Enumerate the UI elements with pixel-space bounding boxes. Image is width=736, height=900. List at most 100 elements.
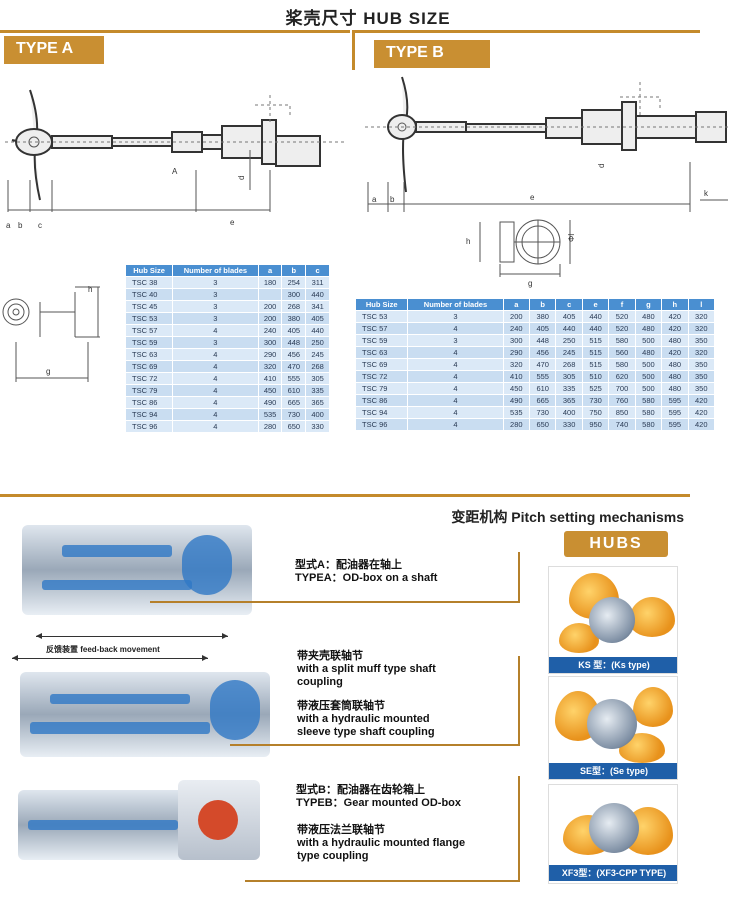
table-cell: 305 [555,370,583,383]
table-cell: 320 [687,322,716,335]
caption-line: 型式A：配油器在轴上 [295,559,402,571]
table-cell: 268 [281,300,307,313]
table-cell: 456 [281,348,307,361]
table-cell: 4 [172,372,259,385]
table-cell: 405 [529,322,557,335]
table-cell: 440 [305,288,330,301]
table-cell: 4 [172,420,259,433]
svg-text:g: g [528,279,532,288]
caption-rule [230,744,520,746]
caption-hydraulic-sleeve: 带液压套筒联轴节 with a hydraulic mounted sleeve… [297,700,435,739]
table-cell: 515 [581,334,610,347]
table-cell: 240 [502,322,531,335]
hub-size-cell: TSC 59 [124,336,174,349]
caption-split-muff: 带夹壳联轴节 with a split muff type shaft coup… [297,650,436,689]
table-cell: 4 [172,408,259,421]
hub-size-cell: TSC 86 [124,396,174,409]
table-cell: 450 [502,382,531,395]
table-cell: 730 [581,394,610,407]
table-cell: 320 [687,310,716,323]
type-divider [352,30,355,70]
table-cell: 405 [281,324,307,337]
svg-text:b: b [390,195,395,204]
type-b-header: Number of blades [407,298,504,311]
caption-line: 带液压套筒联轴节 [297,700,385,712]
dim-e: e [230,218,235,227]
table-cell: 4 [407,346,504,359]
table-cell: 350 [687,370,716,383]
table-cell: 555 [281,372,307,385]
table-cell: 4 [407,370,504,383]
caption-line: 带液压法兰联轴节 [297,824,385,836]
hub-size-cell: TSC 79 [354,382,409,395]
caption-line: type coupling [297,850,369,862]
hub-size-cell: TSC 59 [354,334,409,347]
type-b-header: b [529,298,557,311]
top-rule-right [355,30,700,33]
table-cell: 420 [687,406,716,419]
hub-size-cell: TSC 69 [124,360,174,373]
table-cell: 300 [281,288,307,301]
table-cell: 420 [687,394,716,407]
table-cell: 525 [581,382,610,395]
hub-size-cell: TSC 69 [354,358,409,371]
type-b-tab: TYPE B [374,40,490,68]
table-cell: 4 [407,418,504,431]
table-cell: 440 [581,322,610,335]
table-cell: 950 [581,418,610,431]
table-cell: 440 [555,322,583,335]
table-cell: 500 [634,370,663,383]
caption-line: 型式B：配油器在齿轮箱上 [296,784,425,796]
hub-xf3-label: XF3型：(XF3-CPP TYPE) [549,865,677,881]
type-b-header: h [661,298,689,311]
caption-rule [245,880,520,882]
table-cell: 595 [661,394,689,407]
table-cell: 595 [661,418,689,431]
table-cell: 515 [581,358,610,371]
table-cell: 470 [281,360,307,373]
hub-ks-label: KS 型：(Ks type) [549,657,677,673]
caption-type-a: 型式A：配油器在轴上 TYPEA：OD-box on a shaft [295,559,437,585]
svg-text:e: e [530,193,535,202]
svg-text:g: g [46,367,50,376]
hub-size-cell: TSC 96 [354,418,409,431]
table-cell [257,288,283,301]
table-cell: 311 [305,276,330,289]
table-cell: 335 [305,384,330,397]
table-cell: 4 [172,348,259,361]
table-cell: 341 [305,300,330,313]
table-cell: 535 [257,408,283,421]
hub-size-cell: TSC 57 [124,324,174,337]
table-cell: 730 [281,408,307,421]
table-cell: 320 [502,358,531,371]
table-cell: 305 [305,372,330,385]
hub-size-cell: TSC 53 [124,312,174,325]
table-cell: 300 [502,334,531,347]
type-b-header: l [687,298,716,311]
hub-size-cell: TSC 72 [124,372,174,385]
table-cell: 400 [305,408,330,421]
table-cell: 620 [608,370,636,383]
dim-c: c [38,221,42,230]
table-cell: 4 [407,394,504,407]
caption-rule [518,776,520,882]
table-cell: 280 [502,418,531,431]
svg-text:h: h [466,237,470,246]
table-cell: 410 [257,372,283,385]
top-rule-left [0,30,350,33]
table-cell: 580 [634,418,663,431]
table-cell: 245 [305,348,330,361]
table-cell: 650 [281,420,307,433]
table-cell: 480 [661,370,689,383]
page-title: 桨壳尺寸 HUB SIZE [285,9,451,28]
